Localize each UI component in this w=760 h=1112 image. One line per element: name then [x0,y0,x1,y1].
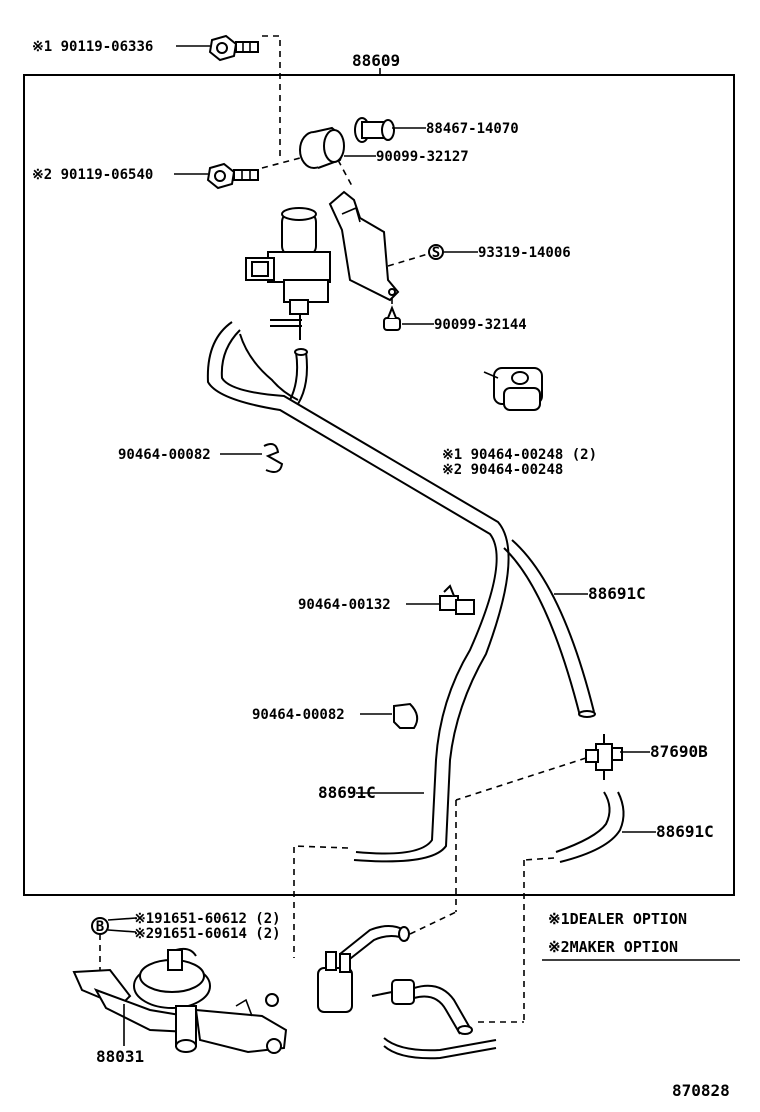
lower-connector-part [317,925,410,1013]
actuator-part [72,947,288,1054]
label-clamp-lower: 90464-00082 [252,707,345,723]
hose-short-a [555,791,611,853]
assembly-number: 88609 [352,51,400,70]
label-bolt-maker: ※2 90119-06540 [32,167,153,183]
vsv-valve-part [245,207,331,340]
label-clamp-upper: 90464-00082 [118,447,211,463]
label-actuator-nut-maker: ※291651-60614 (2) [134,926,281,942]
figure-number: 870828 [672,1081,730,1100]
legend-maker: ※2MAKER OPTION [548,938,678,956]
clamp-lower-part [393,702,419,729]
label-hose-right: 88691C [588,584,646,603]
label-clip-dealer: ※1 90464-00248 (2) [442,447,597,463]
bracket-part [328,190,400,302]
hose-left-outer [206,321,498,855]
grommet-part [383,305,401,331]
tee-part [585,734,623,780]
clamp-upper-part [263,443,284,473]
label-clip-maker: ※2 90464-00248 [442,462,563,478]
bolt-maker-part [206,162,259,190]
assembly-frame [23,74,735,896]
hose-left-inner [220,329,510,863]
clip-part [483,367,543,411]
label-bolt-dealer: ※1 90119-06336 [32,39,153,55]
label-grommet: 90099-32144 [434,317,527,333]
label-hose-short: 88691C [656,822,714,841]
nut-symbol: B [96,919,104,935]
label-clamp-mid: 90464-00132 [298,597,391,613]
screw-symbol: S [432,245,440,261]
label-tee: 87690B [650,742,708,761]
clamp-mid-part [439,584,475,615]
cushion-part [299,126,345,169]
hose-short-b [559,791,625,863]
screw-symbol-circle [428,244,444,260]
bolt-dealer-part [208,34,259,62]
label-screw: 93319-14006 [478,245,571,261]
hose-right-b [511,539,595,713]
label-hose-left: 88691C [318,783,376,802]
lower-hose-part [371,979,497,1060]
legend-dealer: ※1DEALER OPTION [548,910,687,928]
pin-part [354,117,395,143]
label-pin: 88467-14070 [426,121,519,137]
label-cushion: 90099-32127 [376,149,469,165]
hose-right-a [503,547,581,717]
label-actuator: 88031 [96,1047,144,1066]
label-actuator-nut-dealer: ※191651-60612 (2) [134,911,281,927]
